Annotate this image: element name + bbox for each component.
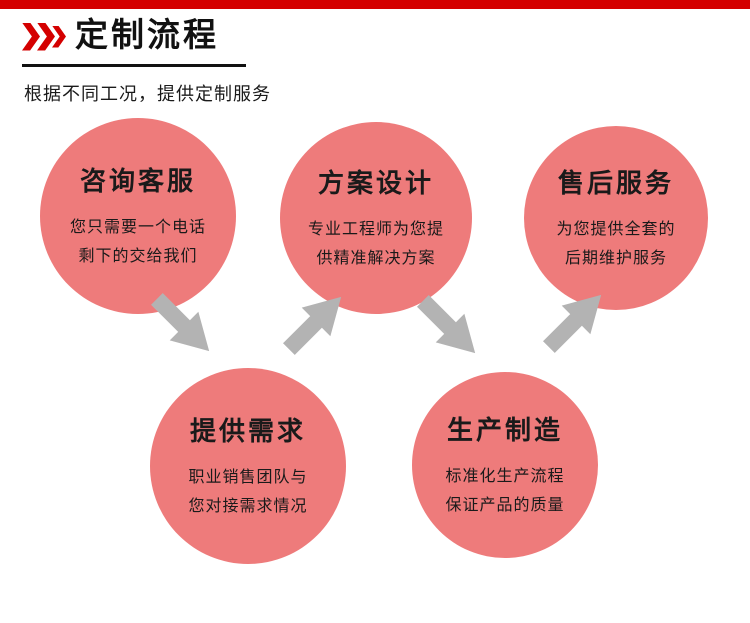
flow-step-title: 咨询客服 [79, 166, 196, 196]
chevron-right-icon [22, 22, 40, 51]
flow-step-desc-line: 专业工程师为您提 [307, 220, 444, 238]
flow-step-requirements: 提供需求 职业销售团队与 您对接需求情况 [150, 368, 346, 564]
flow-step-desc-line: 保证产品的质量 [445, 496, 565, 514]
flow-step-desc-line: 标准化生产流程 [445, 467, 565, 485]
top-accent-bar [0, 0, 750, 9]
flow-step-desc-line: 为您提供全套的 [556, 220, 676, 238]
flow-step-design: 方案设计 专业工程师为您提 供精准解决方案 [280, 122, 472, 314]
flow-step-desc-line: 供精准解决方案 [316, 249, 436, 267]
flow-step-production: 生产制造 标准化生产流程 保证产品的质量 [412, 372, 598, 558]
section-header: 定制流程 [22, 20, 219, 53]
flow-step-aftersales: 售后服务 为您提供全套的 后期维护服务 [524, 126, 708, 310]
flow-step-title: 售后服务 [557, 168, 674, 198]
flow-step-title: 方案设计 [317, 168, 434, 198]
flow-step-desc-line: 剩下的交给我们 [78, 247, 198, 265]
flow-step-consult: 咨询客服 您只需要一个电话 剩下的交给我们 [40, 118, 236, 314]
chevrons-icon [22, 22, 66, 51]
title-underline [22, 64, 246, 67]
flow-step-desc-line: 后期维护服务 [564, 249, 667, 267]
page-subtitle: 根据不同工况，提供定制服务 [24, 84, 271, 104]
page-title: 定制流程 [75, 18, 219, 54]
flow-step-desc-line: 职业销售团队与 [188, 468, 308, 486]
flow-step-title: 生产制造 [446, 415, 563, 445]
flow-step-title: 提供需求 [189, 416, 306, 446]
flow-step-desc-line: 您只需要一个电话 [69, 218, 206, 236]
flow-step-desc-line: 您对接需求情况 [188, 497, 308, 515]
